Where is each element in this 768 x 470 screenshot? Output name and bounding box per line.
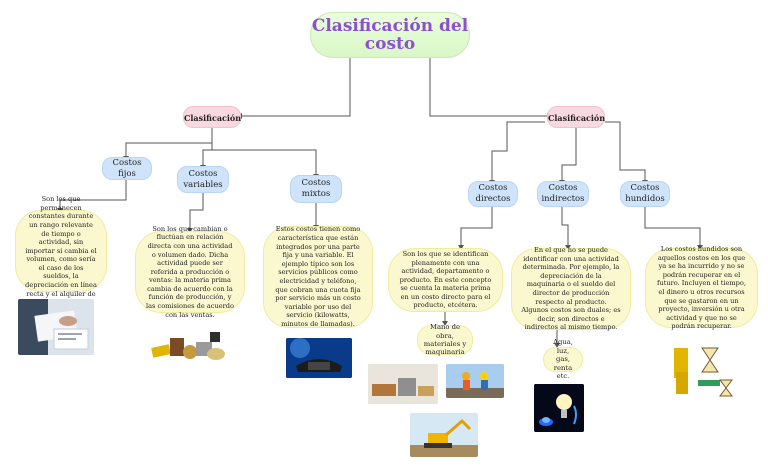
utilities-image <box>534 384 584 432</box>
costos-hundidos-description: Los costos hundidos son aquellos costos … <box>645 245 758 330</box>
costos-indirectos-description: En el que no se puede identificar con un… <box>511 246 631 331</box>
costos-directos-node: Costos directos <box>468 181 518 207</box>
map-title: Clasificación del costo <box>310 12 470 58</box>
office-paperwork-image <box>18 299 94 355</box>
left-classification-node: Clasificación <box>183 106 241 128</box>
costos-indirectos-example: Agua, luz, gas, renta etc. <box>543 338 583 380</box>
telephone-image <box>286 338 352 378</box>
costos-fijos-node: Costos fijos <box>102 157 152 180</box>
costos-directos-example: Mano de obra, materiales y maquinaria <box>417 323 473 356</box>
workers-image <box>446 364 504 398</box>
coins-hourglass-image <box>672 342 734 398</box>
right-classification-node: Clasificación <box>547 106 605 128</box>
costos-variables-node: Costos variables <box>177 166 229 193</box>
costos-mixtos-description: Estos costos tienen como característica … <box>263 225 373 328</box>
costos-indirectos-node: Costos indirectos <box>537 181 589 207</box>
costos-hundidos-node: Costos hundidos <box>620 181 670 207</box>
raw-materials-image <box>150 326 230 368</box>
construction-materials-image <box>368 364 438 404</box>
costos-directos-description: Son los que se identifican plenamente co… <box>388 248 503 312</box>
costos-variables-description: Son los que cambian o fluctúan en relaci… <box>135 225 245 319</box>
costos-fijos-description: Son los que permanecen constantes durant… <box>15 195 107 306</box>
excavator-image <box>410 413 478 457</box>
costos-mixtos-node: Costos mixtos <box>290 175 342 203</box>
